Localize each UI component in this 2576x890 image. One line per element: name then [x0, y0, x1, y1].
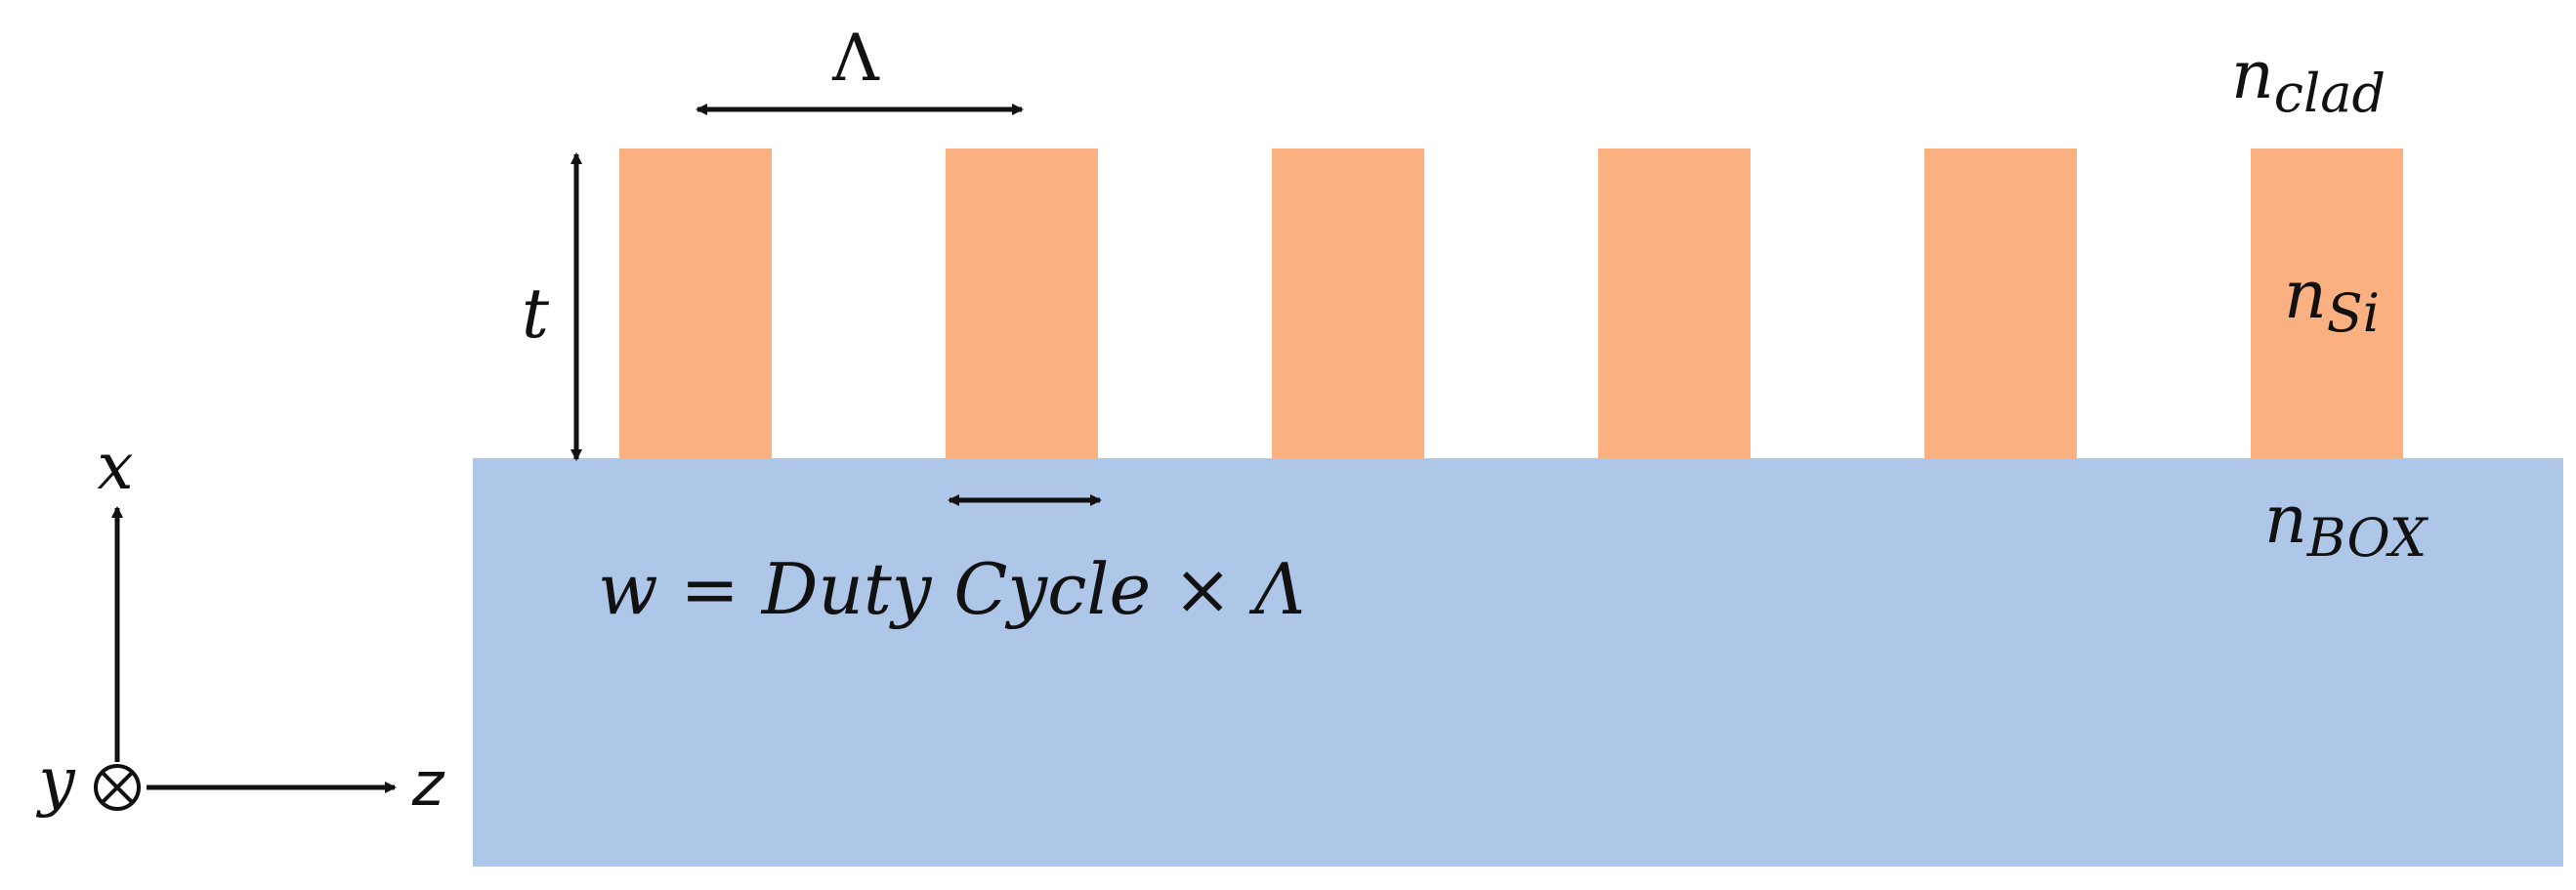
silicon-index-subscript: Si [2327, 282, 2380, 344]
period-label: Λ [831, 21, 880, 96]
thickness-label: t [522, 274, 550, 354]
box-index-subscript: BOX [2306, 507, 2429, 569]
silicon-ridges [619, 148, 2403, 458]
axis-z-label: z [411, 748, 445, 820]
axis-y-label: y [35, 743, 75, 819]
silicon-index-label: nSi [2284, 257, 2380, 344]
silicon-ridge [1598, 148, 1751, 458]
box-index-base: n [2264, 482, 2307, 559]
axis-x-label: x [97, 429, 133, 504]
box-layer [473, 458, 2563, 867]
silicon-ridge [946, 148, 1098, 458]
width-formula: w = Duty Cycle × Λ [598, 548, 1305, 630]
cladding-index-label: nclad [2231, 37, 2386, 124]
circled-times-icon [94, 764, 141, 811]
silicon-index-base: n [2284, 257, 2327, 334]
silicon-ridge [2251, 148, 2403, 458]
silicon-ridge [1924, 148, 2077, 458]
cladding-index-base: n [2231, 37, 2274, 114]
box-index-label: nBOX [2264, 482, 2429, 569]
silicon-ridge [619, 148, 772, 458]
cladding-index-subscript: clad [2274, 63, 2386, 124]
silicon-ridge [1272, 148, 1424, 458]
